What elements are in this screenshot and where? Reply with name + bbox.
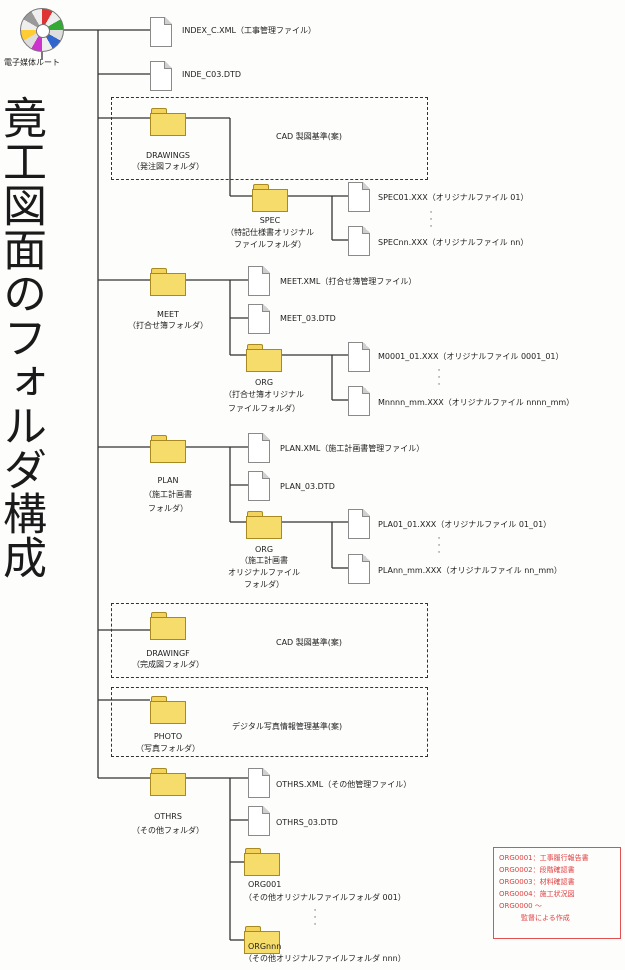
- note-line: ORG0003：材料確認書: [499, 878, 575, 886]
- folder-icon: [150, 108, 186, 136]
- file-icon: [348, 182, 370, 212]
- folder-label-photo-desc: （写真フォルダ）: [136, 744, 200, 753]
- drawings-group-box: [111, 97, 428, 180]
- folder-label-orgnnn: ORGnnn: [248, 942, 282, 951]
- folder-label-org001-desc: （その他オリジナルファイルフォルダ 001）: [244, 893, 406, 902]
- file-othrs-03-dtd: OTHRS_03.DTD: [276, 818, 338, 827]
- folder-icon: [244, 926, 280, 954]
- folder-label-spec-desc1: （特記仕様書オリジナル: [226, 228, 314, 237]
- folder-label-org001: ORG001: [248, 880, 282, 889]
- file-plan-xml: PLAN.XML（施工計画書管理ファイル）: [280, 444, 425, 453]
- note-line: ORG0001：工事履行報告書: [499, 854, 589, 862]
- org-note-box: ORG0001：工事履行報告書 ORG0002：段階確認書 ORG0003：材料…: [493, 847, 621, 939]
- folder-label-plan-org-desc2: オリジナルファイル: [228, 568, 300, 577]
- folder-label-plan-desc2: フォルダ）: [148, 504, 188, 513]
- file-icon: [150, 17, 172, 47]
- folder-label-drawingf-desc: （完成図フォルダ）: [132, 660, 204, 669]
- folder-label-spec-desc2: ファイルフォルダ）: [234, 240, 306, 249]
- cd-disc-icon: [20, 8, 64, 52]
- file-icon: [248, 433, 270, 463]
- folder-label-meet: MEET: [157, 310, 179, 319]
- folder-label-spec: SPEC: [259, 216, 281, 225]
- folder-icon: [150, 612, 186, 640]
- folder-label-orgnnn-desc: （その他オリジナルファイルフォルダ nnn）: [244, 954, 406, 963]
- file-meet-03-dtd: MEET_03.DTD: [280, 314, 336, 323]
- file-icon: [348, 386, 370, 416]
- file-index-c-xml: INDEX_C.XML（工事管理ファイル）: [182, 26, 317, 35]
- file-pla01: PLA01_01.XXX（オリジナルファイル 01_01）: [378, 520, 552, 529]
- folder-icon: [246, 344, 282, 372]
- file-mnnnn: Mnnnn_mm.XXX（オリジナルファイル nnnn_mm）: [378, 398, 575, 407]
- folder-label-plan-desc1: （施工計画書: [144, 490, 192, 499]
- ellipsis-dots: ···: [313, 906, 317, 930]
- ellipsis-dots: ···: [429, 208, 433, 232]
- folder-label-drawings: DRAWINGS: [146, 151, 190, 160]
- folder-label-othrs: OTHRS: [154, 812, 182, 821]
- folder-label-photo: PHOTO: [153, 732, 183, 741]
- photo-standard-label: デジタル写真情報管理基準(案): [232, 722, 343, 731]
- folder-icon: [252, 184, 288, 212]
- folder-label-drawings-desc: （発注図フォルダ）: [132, 162, 204, 171]
- cad-standard-label: CAD 製図基準(案): [276, 132, 343, 141]
- photo-group-box: [111, 687, 428, 757]
- file-spec01: SPEC01.XXX（オリジナルファイル 01）: [378, 193, 529, 202]
- folder-icon: [246, 511, 282, 539]
- file-specnn: SPECnn.XXX（オリジナルファイル nn）: [378, 238, 529, 247]
- note-line: ORG0004：施工状況図: [499, 890, 575, 898]
- ellipsis-dots: ···: [437, 366, 441, 390]
- file-icon: [248, 304, 270, 334]
- file-icon: [248, 806, 270, 836]
- file-icon: [348, 226, 370, 256]
- folder-icon: [150, 768, 186, 796]
- file-icon: [248, 266, 270, 296]
- folder-label-meet-org-desc1: （打合せ簿オリジナル: [224, 390, 304, 399]
- file-plan-03-dtd: PLAN_03.DTD: [280, 482, 335, 491]
- root-label: 電子媒体ルート: [4, 58, 60, 67]
- folder-icon: [244, 848, 280, 876]
- file-meet-xml: MEET.XML（打合せ簿管理ファイル）: [280, 277, 417, 286]
- folder-icon: [150, 435, 186, 463]
- folder-icon: [150, 268, 186, 296]
- vertical-title: 竟工図面のフォルダ構成: [0, 95, 46, 579]
- folder-label-meet-desc: （打合せ簿フォルダ）: [128, 321, 208, 330]
- file-m0001: M0001_01.XXX（オリジナルファイル 0001_01）: [378, 352, 564, 361]
- file-othrs-xml: OTHRS.XML（その他管理ファイル）: [276, 780, 412, 789]
- folder-icon: [150, 696, 186, 724]
- folder-label-othrs-desc: （その他フォルダ）: [132, 826, 204, 835]
- file-icon: [248, 768, 270, 798]
- file-planm: PLAnn_mm.XXX（オリジナルファイル nn_mm）: [378, 566, 562, 575]
- folder-label-plan-org: ORG: [254, 545, 274, 554]
- folder-label-meet-org-desc2: ファイルフォルダ）: [228, 404, 300, 413]
- folder-label-drawingf: DRAWINGF: [146, 649, 190, 658]
- file-icon: [348, 342, 370, 372]
- file-icon: [348, 509, 370, 539]
- file-inde-c03-dtd: INDE_C03.DTD: [182, 70, 242, 79]
- note-line: ORG0002：段階確認書: [499, 866, 575, 874]
- file-icon: [348, 554, 370, 584]
- cad-standard-label-f: CAD 製図基準(案): [276, 638, 343, 647]
- file-icon: [150, 61, 172, 91]
- note-line: 監督による作成: [521, 914, 570, 922]
- drawingf-group-box: [111, 603, 428, 678]
- file-icon: [248, 471, 270, 501]
- folder-label-plan: PLAN: [157, 476, 179, 485]
- folder-label-meet-org: ORG: [254, 378, 274, 387]
- folder-label-plan-org-desc3: フォルダ）: [244, 580, 284, 589]
- note-line: ORG0000 ～: [499, 902, 542, 910]
- ellipsis-dots: ···: [437, 534, 441, 558]
- folder-label-plan-org-desc1: （施工計画書: [240, 556, 288, 565]
